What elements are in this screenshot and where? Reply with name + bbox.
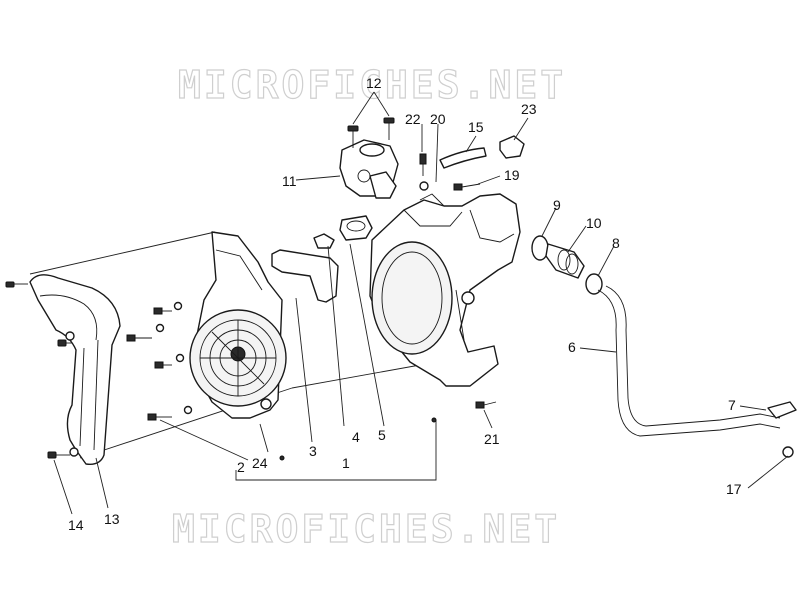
callout-21: 21 xyxy=(484,431,500,447)
callout-15: 15 xyxy=(468,119,484,135)
watermark-top: MICROFICHES.NET xyxy=(178,63,566,107)
housing-part xyxy=(369,193,521,387)
callout-23: 23 xyxy=(521,101,537,117)
callout-22: 22 xyxy=(405,111,421,127)
callout-5: 5 xyxy=(378,427,386,443)
outer-cover-part xyxy=(29,274,121,465)
callout-4: 4 xyxy=(352,429,360,445)
callout-8: 8 xyxy=(612,235,620,251)
callout-20: 20 xyxy=(430,111,446,127)
valve-part xyxy=(339,139,399,199)
screw-21 xyxy=(475,401,497,409)
callout-19: 19 xyxy=(504,167,520,183)
watermark-bottom: MICROFICHES.NET xyxy=(172,507,560,551)
callout-11: 11 xyxy=(282,173,297,189)
leader-lines xyxy=(53,91,789,515)
callout-13: 13 xyxy=(104,511,120,527)
screws-12 xyxy=(347,117,395,148)
callout-14: 14 xyxy=(68,517,84,533)
connector-parts xyxy=(531,235,603,295)
screw-19 xyxy=(453,183,481,191)
callout-12: 12 xyxy=(366,75,382,91)
gasket-parts xyxy=(767,401,797,458)
screws-left xyxy=(5,281,72,459)
callout-7: 7 xyxy=(728,397,736,413)
clamp-23 xyxy=(499,135,525,159)
clip-parts xyxy=(313,215,373,249)
callout-6: 6 xyxy=(568,339,576,355)
hose-15 xyxy=(439,147,487,169)
fan-cover-part xyxy=(189,231,287,419)
parts-20-22 xyxy=(419,153,429,191)
callout-24: 24 xyxy=(252,455,268,471)
callout-10: 10 xyxy=(586,215,602,231)
callout-9: 9 xyxy=(553,197,561,213)
callout-3: 3 xyxy=(309,443,317,459)
callout-1: 1 xyxy=(342,455,350,471)
pipe-6 xyxy=(597,285,781,437)
callout-2: 2 xyxy=(237,459,245,475)
callout-17: 17 xyxy=(726,481,742,497)
filter-part xyxy=(271,249,339,303)
screws-fan-cover xyxy=(126,301,193,421)
callout-labels: 1 2 3 4 5 6 7 8 9 10 11 12 13 14 15 17 1… xyxy=(68,75,742,533)
